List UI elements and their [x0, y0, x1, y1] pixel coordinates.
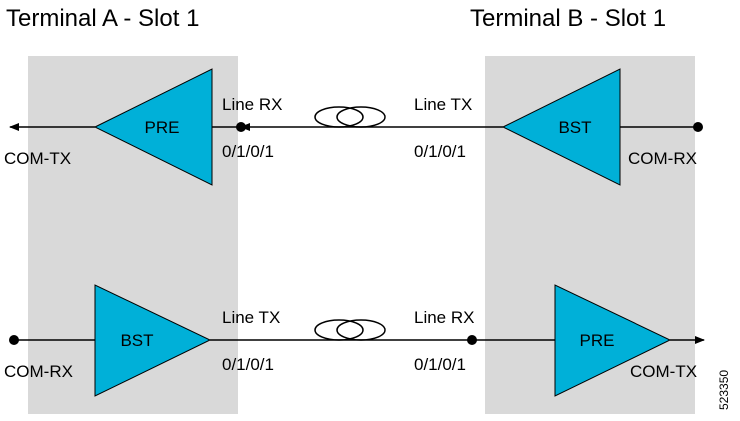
top-line-rx-label: Line RX [222, 95, 282, 114]
bottom-line-tx-label: Line TX [222, 308, 280, 327]
top-line-tx-label: Line TX [414, 95, 472, 114]
bottom-line-rx-label: Line RX [414, 308, 474, 327]
top-line-rx-port-label: 0/1/0/1 [222, 142, 274, 161]
top-pre-amplifier-label: PRE [145, 118, 180, 137]
bottom-line-tx-port-label: 0/1/0/1 [222, 355, 274, 374]
terminal-a-title: Terminal A - Slot 1 [6, 5, 199, 32]
top-com-rx-label: COM-RX [628, 149, 697, 168]
terminal-b-title: Terminal B - Slot 1 [470, 5, 666, 32]
figure-id: 523350 [717, 370, 731, 410]
bottom-pre-amplifier [554, 284, 672, 397]
bottom-line-rx-port-label: 0/1/0/1 [414, 355, 466, 374]
bottom-bst-amplifier-label: BST [120, 331, 153, 350]
top-bst-amplifier-label: BST [558, 118, 591, 137]
bottom-pre-amplifier-label: PRE [580, 331, 615, 350]
bottom-bst-amplifier [94, 284, 212, 397]
bottom-com-rx-label: COM-RX [4, 362, 73, 381]
top-line-tx-port-label: 0/1/0/1 [414, 142, 466, 161]
top-com-rx-port-dot [693, 122, 703, 132]
top-fiber-spool-icon [314, 106, 386, 128]
top-com-tx-label: COM-TX [4, 149, 71, 168]
bottom-com-tx-label: COM-TX [630, 362, 697, 381]
bottom-fiber-spool-icon [314, 319, 386, 341]
